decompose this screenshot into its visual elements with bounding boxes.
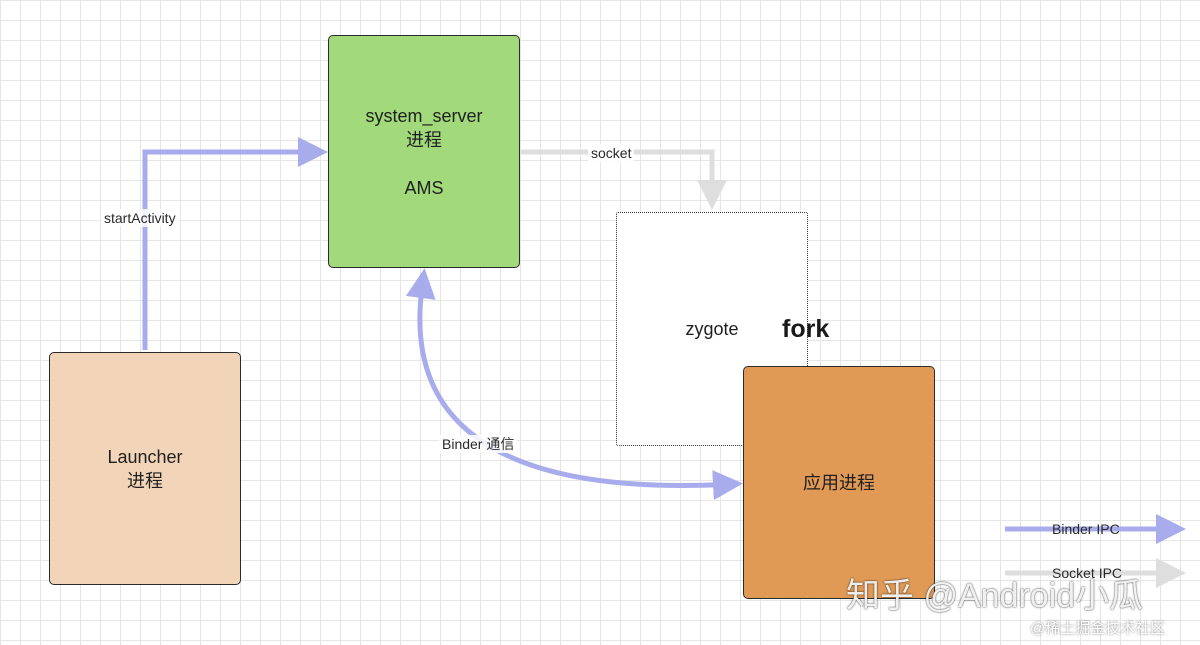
fork-label: fork [782,315,830,343]
launcher-process: 进程 [127,470,163,491]
system-server-process: 进程 [406,129,442,150]
app-process-label: 应用进程 [803,472,875,493]
legend-socket-label: Socket IPC [1052,565,1123,581]
system-server-ams: AMS [404,177,444,198]
start-activity-label: startActivity [101,209,179,227]
socket-label: socket [588,144,635,162]
watermark-zhihu: 知乎 @Android小瓜 [846,577,1144,615]
app-process-node: 应用进程 [743,366,935,599]
binder-arrow [405,268,743,501]
socket-arrow [521,149,727,210]
legend-binder-label: Binder IPC [1052,521,1120,537]
system-server-name: system_server [365,105,483,126]
launcher-node: Launcher 进程 [49,352,241,585]
zygote-label: zygote [685,319,739,339]
watermark-juejin: @稀土掘金技术社区 [1030,620,1166,637]
system-server-node: system_server 进程 AMS [328,35,520,268]
start-activity-arrow [142,137,328,350]
launcher-name: Launcher [107,446,183,467]
binder-label: Binder 通信 [439,435,518,453]
